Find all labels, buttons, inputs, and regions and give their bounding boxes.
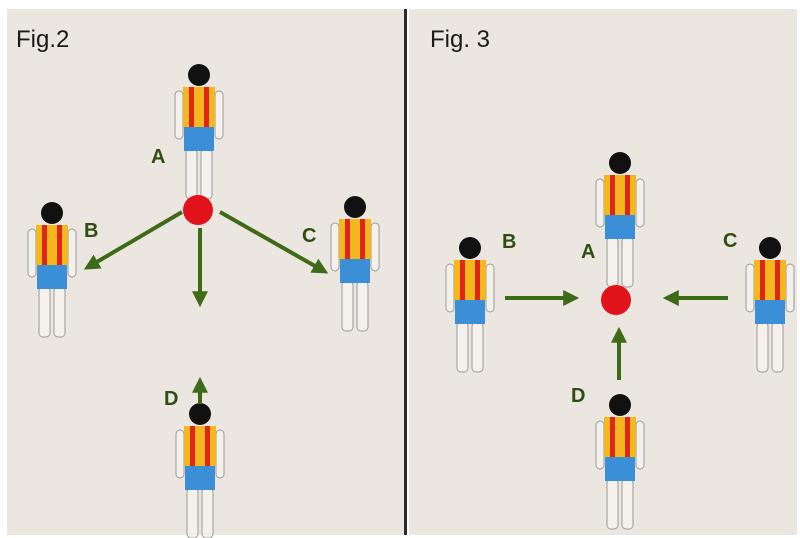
player-figure-icon bbox=[445, 237, 495, 373]
player-figure-icon bbox=[175, 403, 225, 538]
figure-3-title: Fig. 3 bbox=[430, 26, 491, 53]
player-figure-icon bbox=[174, 64, 224, 200]
player-label-d: D bbox=[571, 385, 586, 407]
player-label-d: D bbox=[164, 388, 179, 410]
panel-divider bbox=[404, 9, 407, 535]
player-figure-icon bbox=[595, 394, 645, 530]
player-figure-icon bbox=[595, 152, 645, 288]
ball-icon bbox=[601, 285, 631, 315]
player-label-a: A bbox=[151, 146, 166, 168]
player-figure-icon bbox=[27, 202, 77, 338]
arrows-layer bbox=[83, 210, 728, 404]
arrow-icon bbox=[219, 210, 329, 274]
player-figure-icon bbox=[330, 196, 380, 332]
player-label-c: C bbox=[302, 225, 317, 247]
player-label-b: B bbox=[502, 231, 517, 253]
player-label-a: A bbox=[581, 241, 596, 263]
player-figure-icon bbox=[745, 237, 795, 373]
ball-icon bbox=[183, 195, 213, 225]
arrow-icon bbox=[83, 210, 184, 270]
player-label-c: C bbox=[723, 230, 738, 252]
figure-2-title: Fig.2 bbox=[16, 26, 70, 53]
player-label-b: B bbox=[84, 220, 99, 242]
